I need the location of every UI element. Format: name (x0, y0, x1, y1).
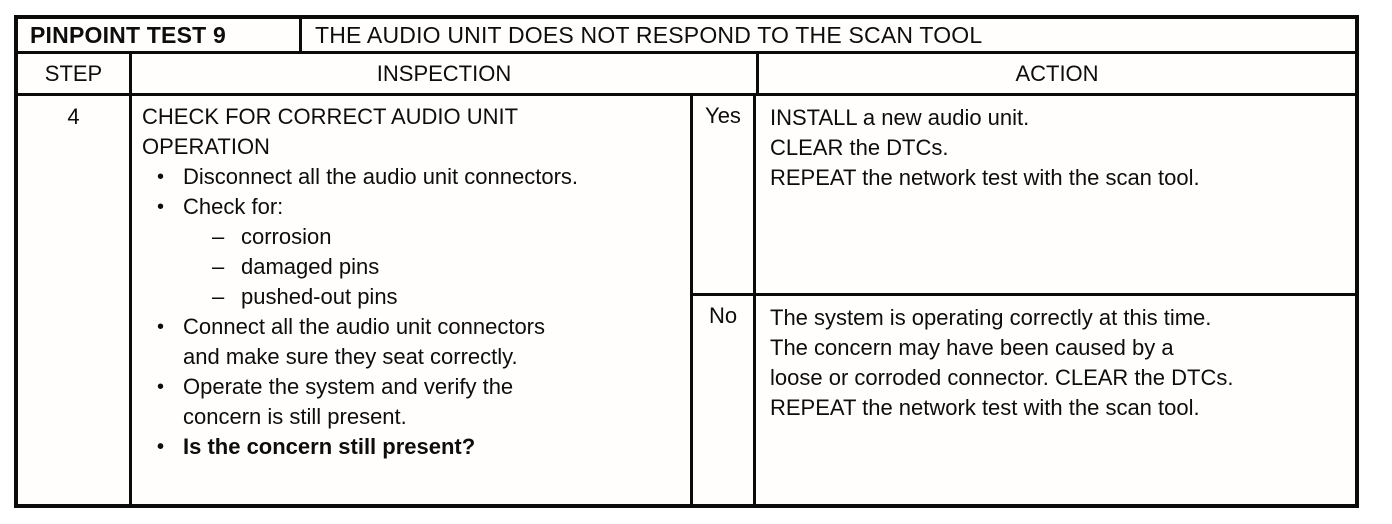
yes-action-line: REPEAT the network test with the scan to… (770, 165, 1200, 190)
yes-action-line: INSTALL a new audio unit. (770, 105, 1030, 130)
bullet-marker: • (157, 436, 165, 458)
inspection-column-header: INSPECTION (132, 54, 759, 93)
test-description: THE AUDIO UNIT DOES NOT RESPOND TO THE S… (315, 21, 983, 48)
inspection-item-text: pushed-out pins (241, 284, 398, 309)
no-action-cell: The system is operating correctly at thi… (756, 296, 1355, 504)
inspection-title: CHECK FOR CORRECT AUDIO UNIT OPERATION (142, 104, 519, 159)
inspection-sublist-item: – damaged pins (142, 252, 682, 282)
pinpoint-test-table: PINPOINT TEST 9 THE AUDIO UNIT DOES NOT … (14, 15, 1359, 508)
bullet-marker: • (157, 376, 165, 398)
inspection-item-text: Connect all the audio unit connectors an… (183, 314, 546, 369)
inspection-item-text: damaged pins (241, 254, 380, 279)
inspection-list-item: • Operate the system and verify the conc… (142, 372, 682, 432)
inspection-item-text: corrosion (241, 224, 332, 249)
bullet-marker: • (157, 196, 165, 218)
inspection-cell: CHECK FOR CORRECT AUDIO UNIT OPERATION •… (132, 96, 693, 504)
inspection-item-text: Operate the system and verify the concer… (183, 374, 514, 429)
no-action-text: The system is operating correctly at thi… (770, 305, 1234, 420)
inspection-question-item: • Is the concern still present? (142, 432, 682, 462)
yes-label: Yes (693, 96, 756, 293)
table-body: 4 CHECK FOR CORRECT AUDIO UNIT OPERATION… (18, 96, 1355, 504)
inspection-item-text: Disconnect all the audio unit connectors… (183, 164, 579, 189)
test-number-label: PINPOINT TEST 9 (18, 19, 302, 51)
inspection-list-item: • Check for: (142, 192, 682, 222)
yes-result-row: Yes INSTALL a new audio unit. CLEAR the … (693, 96, 1355, 296)
no-result-row: No The system is operating correctly at … (693, 296, 1355, 504)
dash-marker: – (212, 254, 225, 279)
step-number-cell: 4 (18, 96, 132, 504)
yes-action-line: CLEAR the DTCs. (770, 135, 949, 160)
inspection-list-item: • Disconnect all the audio unit connecto… (142, 162, 682, 192)
dash-marker: – (212, 284, 225, 309)
bullet-marker: • (157, 166, 165, 188)
inspection-sublist-item: – corrosion (142, 222, 682, 252)
test-title-row: PINPOINT TEST 9 THE AUDIO UNIT DOES NOT … (18, 19, 1355, 54)
step-column-header: STEP (18, 54, 132, 93)
inspection-question-text: Is the concern still present? (183, 434, 476, 459)
bullet-marker: • (157, 316, 165, 338)
result-action-column: Yes INSTALL a new audio unit. CLEAR the … (693, 96, 1355, 504)
yes-action-cell: INSTALL a new audio unit. CLEAR the DTCs… (756, 96, 1355, 293)
action-column-header: ACTION (1015, 60, 1099, 86)
dash-marker: – (212, 224, 225, 249)
column-header-row: STEP INSPECTION ACTION (18, 54, 1355, 96)
no-label: No (693, 296, 756, 504)
inspection-sublist-item: – pushed-out pins (142, 282, 682, 312)
inspection-list-item: • Connect all the audio unit connectors … (142, 312, 682, 372)
inspection-item-text: Check for: (183, 194, 284, 219)
